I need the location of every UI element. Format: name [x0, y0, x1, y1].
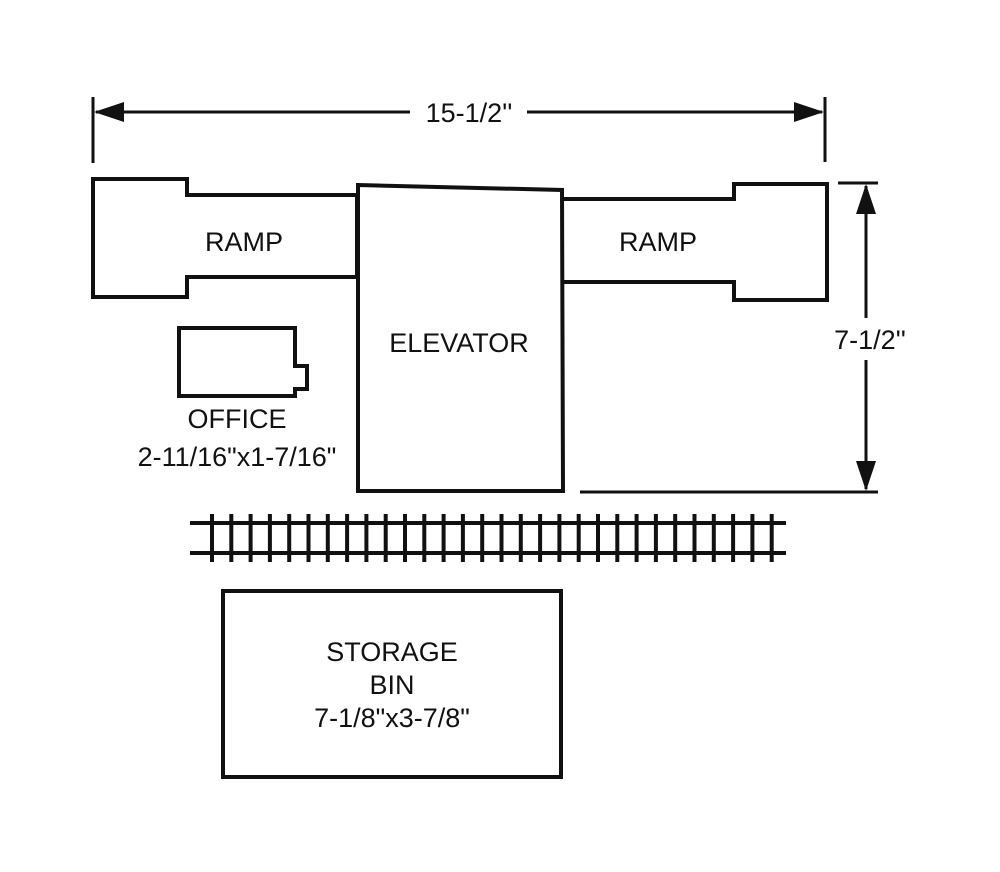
width-label: 15-1/2'': [426, 98, 513, 128]
office-label: OFFICE: [188, 404, 287, 434]
height-dimension: 7-1/2'': [580, 181, 906, 494]
ramp-left-label: RAMP: [205, 227, 283, 257]
storage-bin-label-line2: BIN: [369, 670, 414, 700]
storage-bin-label-line1: STORAGE: [326, 637, 458, 667]
elevator: ELEVATOR: [356, 182, 566, 493]
elevator-label: ELEVATOR: [389, 328, 529, 358]
railroad-track: [190, 514, 786, 562]
office: OFFICE 2-11/16"x1-7/16": [138, 326, 337, 472]
ramp-right: RAMP: [560, 182, 829, 302]
storage-bin-size-label: 7-1/8"x3-7/8": [314, 703, 470, 733]
ramp-left: RAMP: [91, 177, 359, 299]
width-dimension: 15-1/2'': [91, 97, 827, 163]
height-label: 7-1/2'': [834, 325, 906, 355]
ramp-right-label: RAMP: [619, 227, 697, 257]
storage-bin: STORAGE BIN 7-1/8"x3-7/8": [221, 589, 563, 779]
office-size-label: 2-11/16"x1-7/16": [138, 442, 337, 472]
